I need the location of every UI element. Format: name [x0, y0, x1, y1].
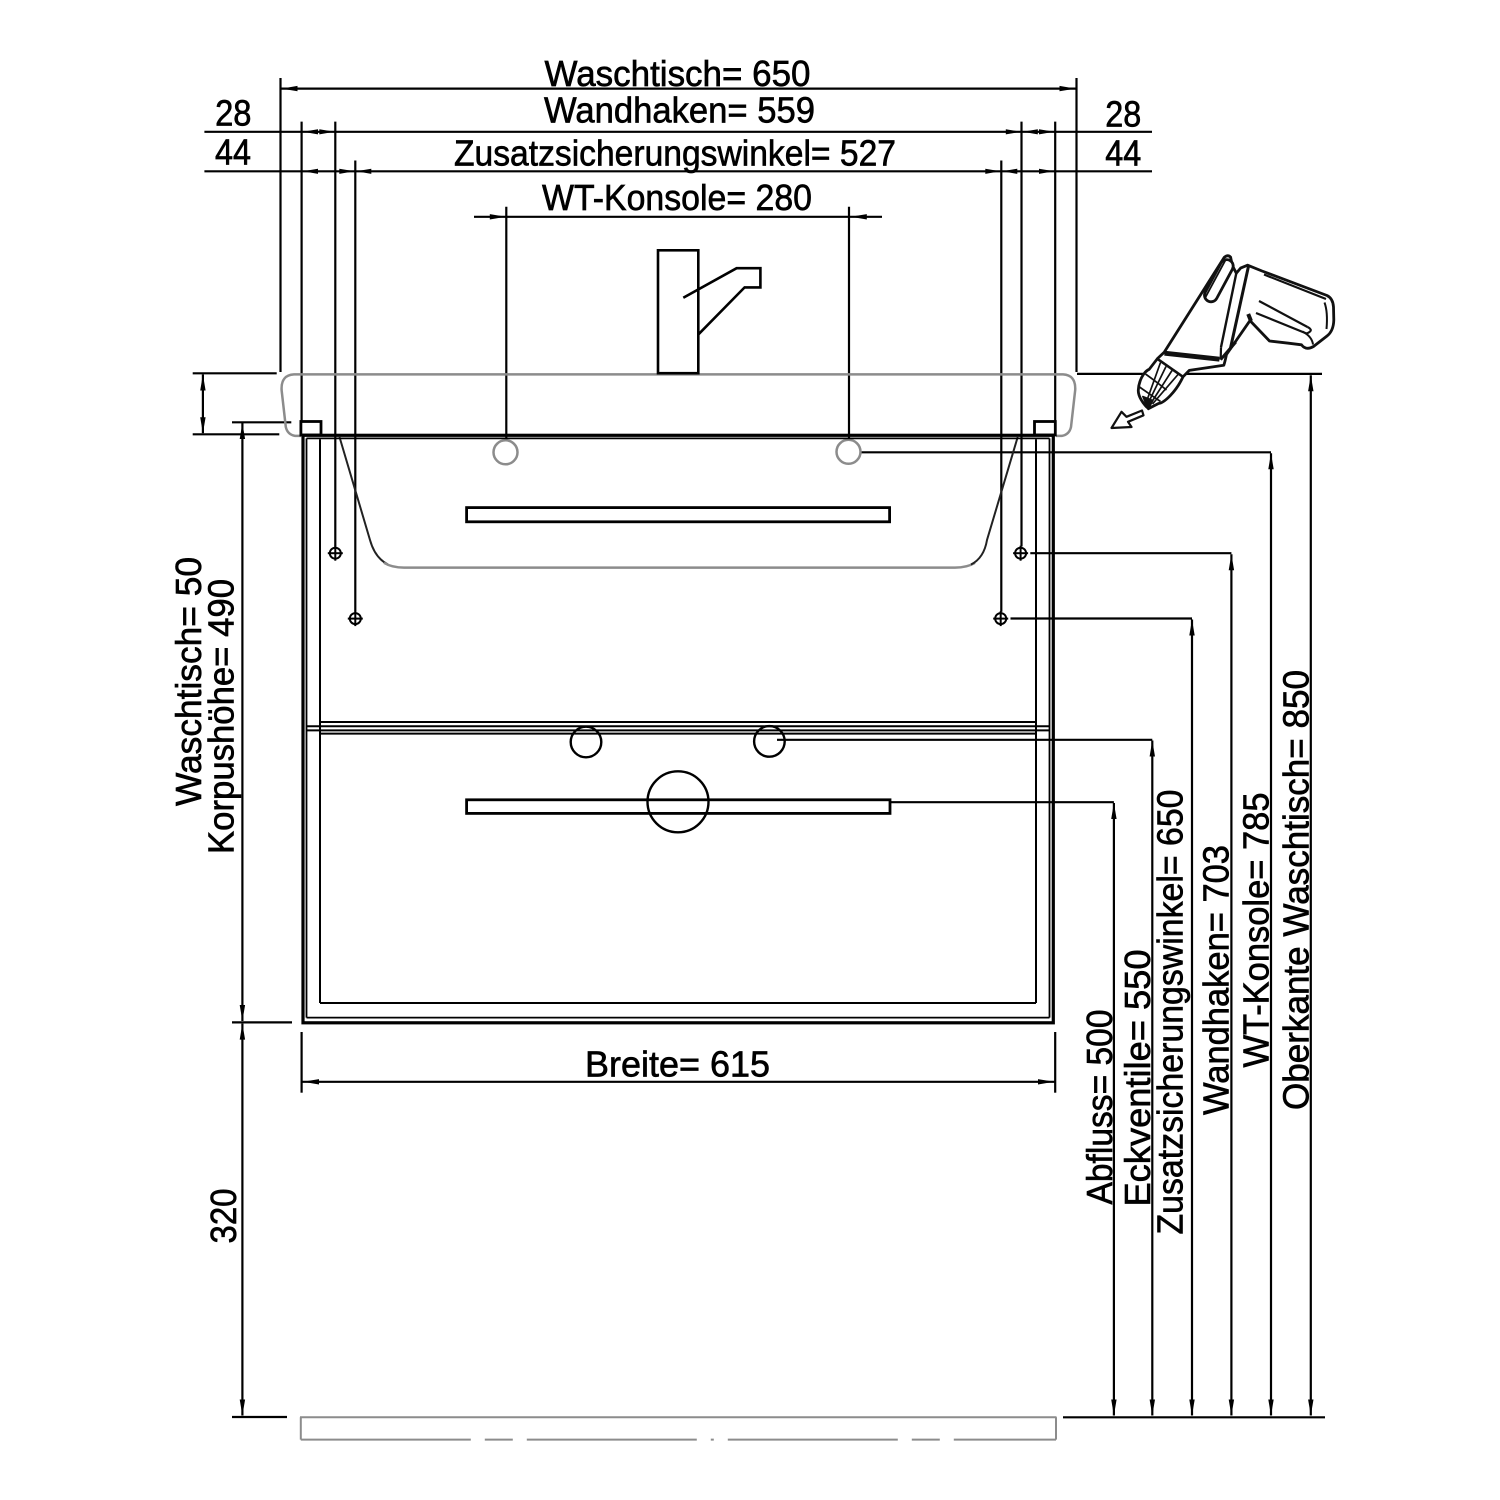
svg-text:44: 44 [1105, 132, 1141, 173]
svg-text:Wandhaken= 559: Wandhaken= 559 [544, 90, 815, 131]
svg-text:Abfluss= 500: Abfluss= 500 [1079, 1010, 1120, 1205]
svg-text:28: 28 [1105, 93, 1141, 134]
svg-text:Eckventile= 550: Eckventile= 550 [1117, 950, 1158, 1207]
svg-text:Breite= 615: Breite= 615 [585, 1044, 770, 1085]
svg-text:WT-Konsole= 280: WT-Konsole= 280 [542, 177, 812, 218]
svg-text:WT-Konsole= 785: WT-Konsole= 785 [1236, 793, 1277, 1068]
svg-text:Korpushöhe= 490: Korpushöhe= 490 [201, 579, 242, 854]
svg-text:320: 320 [203, 1189, 244, 1244]
svg-text:28: 28 [215, 92, 251, 133]
svg-text:Zusatzsicherungswinkel= 527: Zusatzsicherungswinkel= 527 [454, 133, 896, 174]
svg-text:Oberkante Waschtisch= 850: Oberkante Waschtisch= 850 [1276, 670, 1317, 1110]
svg-text:Waschtisch= 50: Waschtisch= 50 [168, 557, 209, 806]
svg-text:Zusatzsicherungswinkel= 650: Zusatzsicherungswinkel= 650 [1150, 790, 1191, 1235]
svg-text:Wandhaken= 703: Wandhaken= 703 [1196, 845, 1237, 1115]
svg-text:44: 44 [215, 132, 251, 173]
svg-text:Waschtisch= 650: Waschtisch= 650 [545, 53, 811, 94]
